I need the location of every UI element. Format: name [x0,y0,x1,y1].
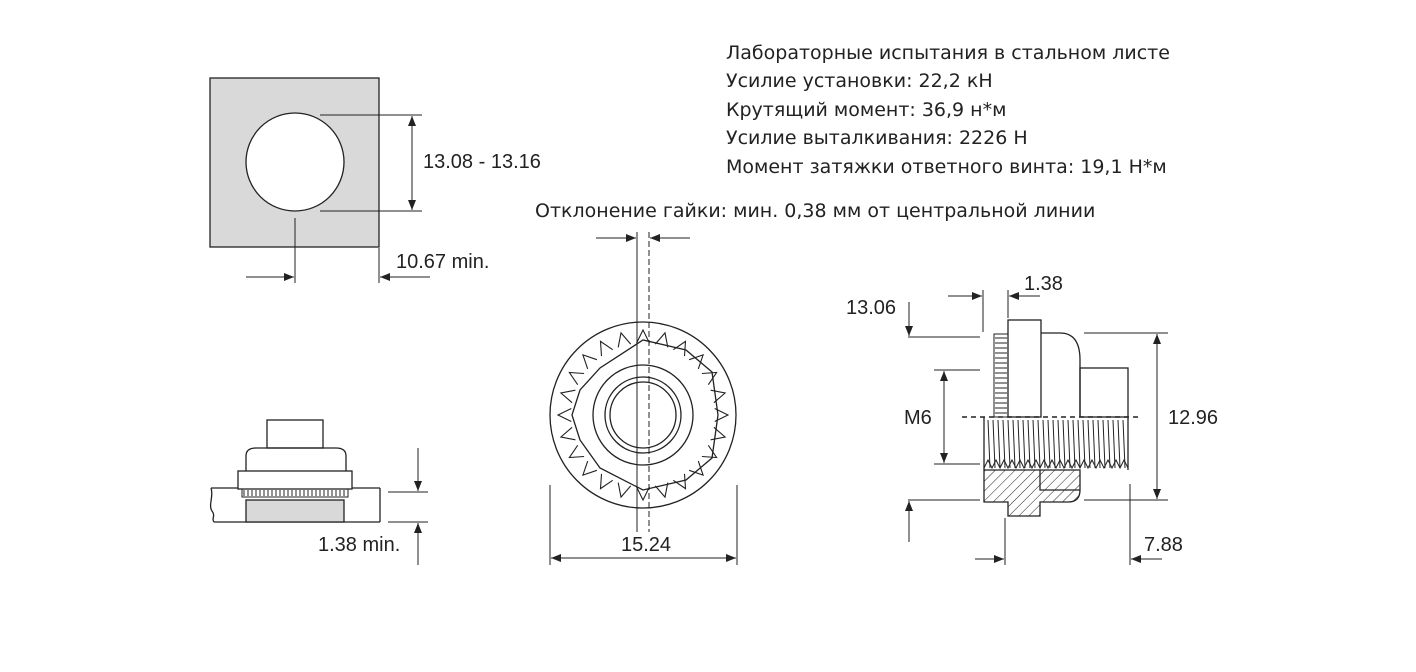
sheet-thickness-label: 1.38 min. [318,534,400,556]
head-diameter-label: 13.06 [846,297,896,319]
mounting-hole [245,112,345,212]
flange-height-label: 1.38 [1024,273,1063,295]
nut-section-view: 1.38 13.06 M6 12.96 7.88 [846,273,1218,565]
spec-install-force: Усилие установки: 22,2 кН [726,70,993,92]
hole-diameter-label: 13.08 - 13.16 [423,151,541,173]
spec-tightening-torque: Момент затяжки ответного винта: 19,1 Н*м [726,156,1167,178]
flange-diameter-label: 15.24 [621,534,671,556]
shank-length-label: 7.88 [1144,534,1183,556]
spec-title: Лабораторные испытания в стальном листе [726,42,1170,64]
spec-pushout: Усилие выталкивания: 2226 Н [726,127,1028,149]
edge-distance-label: 10.67 min. [396,251,489,273]
deviation-note: Отклонение гайки: мин. 0,38 мм от центра… [535,200,1096,222]
overall-height-label: 12.96 [1168,407,1218,429]
spec-torque: Крутящий момент: 36,9 н*м [726,99,1007,121]
panel-hole-view: 13.08 - 13.16 10.67 min. [209,77,541,283]
installed-side-view: 1.38 min. [209,419,428,565]
thread-size-label: M6 [904,407,932,429]
nut-top-view: 15.24 [549,232,738,565]
